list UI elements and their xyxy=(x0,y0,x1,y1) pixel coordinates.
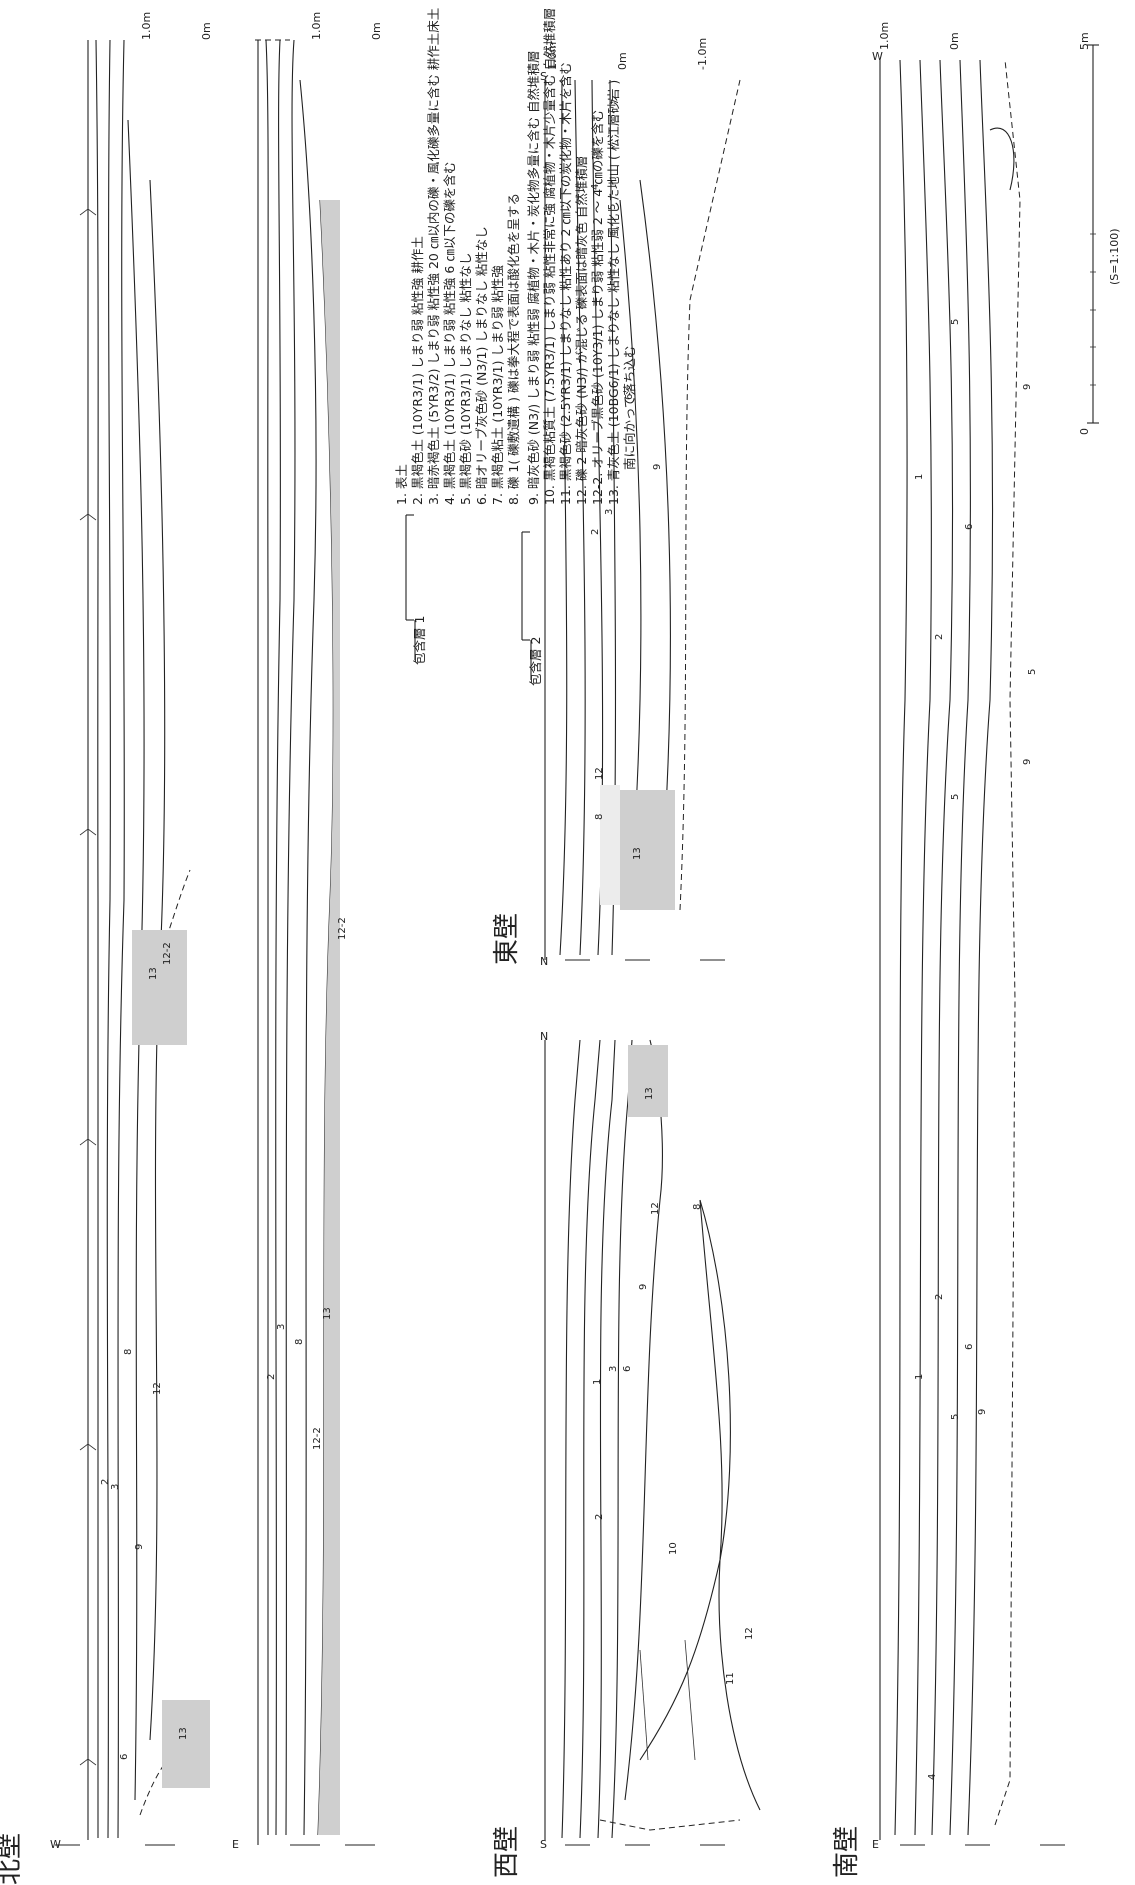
legend-item-7: 7. 黒褐色粘土 (10YR3/1) しまり弱 粘性強 xyxy=(490,265,505,505)
west-layer-2: 2 xyxy=(594,1514,605,1520)
west-layer-12: 12 xyxy=(744,1627,755,1640)
south-layer-9b: 9 xyxy=(1022,759,1033,765)
north-layer-12: 12 xyxy=(152,1382,163,1395)
south-layer-4: 4 xyxy=(927,1774,938,1780)
west-wall-title: 西壁 xyxy=(492,1826,522,1878)
west-wall-dir-n: N xyxy=(540,1030,548,1043)
north-level-plus1-lower: 1.0m xyxy=(310,12,323,40)
south-wall-title: 南壁 xyxy=(832,1826,862,1878)
legend-item-5: 5. 黒褐色砂 (10YR3/1) しまりなし 粘性なし xyxy=(458,253,473,505)
west-layer-6: 6 xyxy=(622,1366,633,1372)
north-layer-2: 2 xyxy=(100,1479,111,1485)
north-wall-section xyxy=(55,39,375,1846)
east-wall-title: 東壁 xyxy=(492,913,522,965)
stratum-legend: 包含層 1 包含層 2 1. 表土 2. 黒褐色土 (10YR3/1) しまり弱… xyxy=(394,8,637,686)
scale-bar xyxy=(1087,44,1099,424)
east-layer-7: 7 xyxy=(610,99,621,105)
legend-item-9: 9. 暗灰色砂 (N3/) しまり弱 粘性弱 腐植物・木片・炭化物多量に含む 自… xyxy=(526,50,541,505)
south-layer-6b: 6 xyxy=(964,1344,975,1350)
legend-item-1: 1. 表土 xyxy=(394,464,409,505)
north-level-zero: 0m xyxy=(200,22,213,40)
legend-item-6: 6. 暗オリーブ灰色砂 (N3/1) しまりなし 粘性なし xyxy=(474,226,489,505)
legend-item-2: 2. 黒褐色土 (10YR3/1) しまり弱 粘性強 耕作土 xyxy=(410,236,425,505)
east-layer-2: 2 xyxy=(590,529,601,535)
west-layer-9: 9 xyxy=(638,1284,649,1290)
north-wall-dir-e: E xyxy=(232,1838,239,1851)
east-layer-12: 12 xyxy=(594,767,605,780)
legend-item-13: 13. 青灰色土 (10BG6/1) しまりなし 粘性なし 風化した地山 ( 松… xyxy=(606,80,621,505)
scale-ratio: (S=1:100) xyxy=(1108,229,1121,285)
south-layer-5a: 5 xyxy=(950,319,961,325)
east-level-zero: 0m xyxy=(616,52,629,70)
west-layer-8: 8 xyxy=(692,1204,703,1210)
west-layer-10: 10 xyxy=(668,1542,679,1555)
north-level-plus1: 1.0m xyxy=(140,12,153,40)
north-layer-8: 8 xyxy=(123,1349,134,1355)
north-level-zero-lower: 0m xyxy=(370,22,383,40)
legend-item-11: 11. 黒褐色砂 (2.5YR3/1) しまりなし 粘性あり 2 ㎝以下の炭化物… xyxy=(558,62,573,505)
south-layer-5c: 5 xyxy=(950,1414,961,1420)
east-wall-dir-n: N xyxy=(540,955,548,968)
east-wall-section xyxy=(544,79,741,961)
north-lower-layer-3: 3 xyxy=(276,1324,287,1330)
legend-item-13-note: 南に向かって落ち込む xyxy=(622,346,637,470)
south-wall-section xyxy=(879,59,1065,1846)
east-wall-dir-s: S xyxy=(540,70,547,83)
north-layer-9: 9 xyxy=(134,1544,145,1550)
south-layer-6a: 6 xyxy=(964,524,975,530)
west-layer-12b: 12 xyxy=(650,1202,661,1215)
south-layer-5d: 5 xyxy=(1027,669,1038,675)
east-layer-3: 3 xyxy=(604,509,615,515)
east-level-plus1: 1.0m xyxy=(546,42,559,70)
south-layer-1b: 1 xyxy=(914,1374,925,1380)
east-layer-13: 13 xyxy=(632,847,643,860)
south-wall-dir-e: E xyxy=(872,1838,879,1851)
south-layer-2b: 2 xyxy=(934,1294,945,1300)
south-layer-9a: 9 xyxy=(1022,384,1033,390)
south-layer-1a: 1 xyxy=(914,474,925,480)
south-level-plus1: 1.0m xyxy=(878,22,891,50)
north-lower-layer-2: 2 xyxy=(266,1374,277,1380)
east-level-minus1: -1.0m xyxy=(696,38,709,70)
scale-five: 5m xyxy=(1078,32,1091,50)
north-lower-layer-12-2: 12-2 xyxy=(312,1427,323,1450)
north-layer-3: 3 xyxy=(110,1484,121,1490)
legend-item-12-2: 12-2. オリーブ黒色砂 (10Y3/1) しまり弱 粘性弱 2 ～ 4 ㎝の… xyxy=(590,110,605,505)
south-level-zero: 0m xyxy=(948,32,961,50)
south-layer-5b: 5 xyxy=(950,794,961,800)
west-wall-dir-s: S xyxy=(540,1838,547,1851)
south-wall-dir-w: W xyxy=(872,50,883,63)
legend-bracket-2: 包含層 2 xyxy=(528,637,543,686)
south-layer-2a: 2 xyxy=(934,634,945,640)
legend-item-3: 3. 暗赤褐色土 (5YR3/2) しまり弱 粘性強 20 ㎝以内の礫・風化礫多… xyxy=(426,8,441,505)
west-layer-3: 3 xyxy=(608,1366,619,1372)
north-layer-13b: 13 xyxy=(148,967,159,980)
south-layer-9c: 9 xyxy=(977,1409,988,1415)
north-layer-6: 6 xyxy=(119,1754,130,1760)
north-wall-dir-w: W xyxy=(50,1838,61,1851)
west-layer-13: 13 xyxy=(644,1087,655,1100)
legend-item-10: 10. 黒褐色粘質土 (7.5YR3/1) しまり弱 粘性非常に強 腐植物・木片… xyxy=(542,8,557,505)
east-layer-4: 4 xyxy=(590,184,601,190)
north-lower-layer-8: 8 xyxy=(294,1339,305,1345)
legend-bracket-1: 包含層 1 xyxy=(412,616,427,665)
west-layer-1: 1 xyxy=(592,1379,603,1385)
east-layer-8: 8 xyxy=(594,814,605,820)
legend-item-4: 4. 黒褐色土 (10YR3/1) しまり弱 粘性強 6 ㎝以下の礫を含む xyxy=(442,162,457,505)
north-lower-layer-12-2b: 12-2 xyxy=(337,917,348,940)
legend-item-12: 12. 礫 2 暗灰色砂 (N3/) が混じる 礫表面は暗灰色 自然堆積層 xyxy=(574,156,589,505)
east-layer-6: 6 xyxy=(624,394,635,400)
west-layer-11: 11 xyxy=(725,1672,736,1685)
legend-item-8: 8. 礫 1( 礫敷遺構 ) 礫は拳大程で表面は酸化色を呈する xyxy=(506,193,521,505)
north-wall-title: 北壁 xyxy=(0,1833,25,1885)
east-layer-5: 5 xyxy=(607,204,618,210)
north-layer-12-2a: 12-2 xyxy=(162,942,173,965)
scale-zero: 0 xyxy=(1078,428,1091,435)
north-layer-13a: 13 xyxy=(178,1727,189,1740)
north-lower-layer-13: 13 xyxy=(322,1307,333,1320)
west-wall-section xyxy=(544,1039,761,1846)
east-layer-9: 9 xyxy=(652,464,663,470)
